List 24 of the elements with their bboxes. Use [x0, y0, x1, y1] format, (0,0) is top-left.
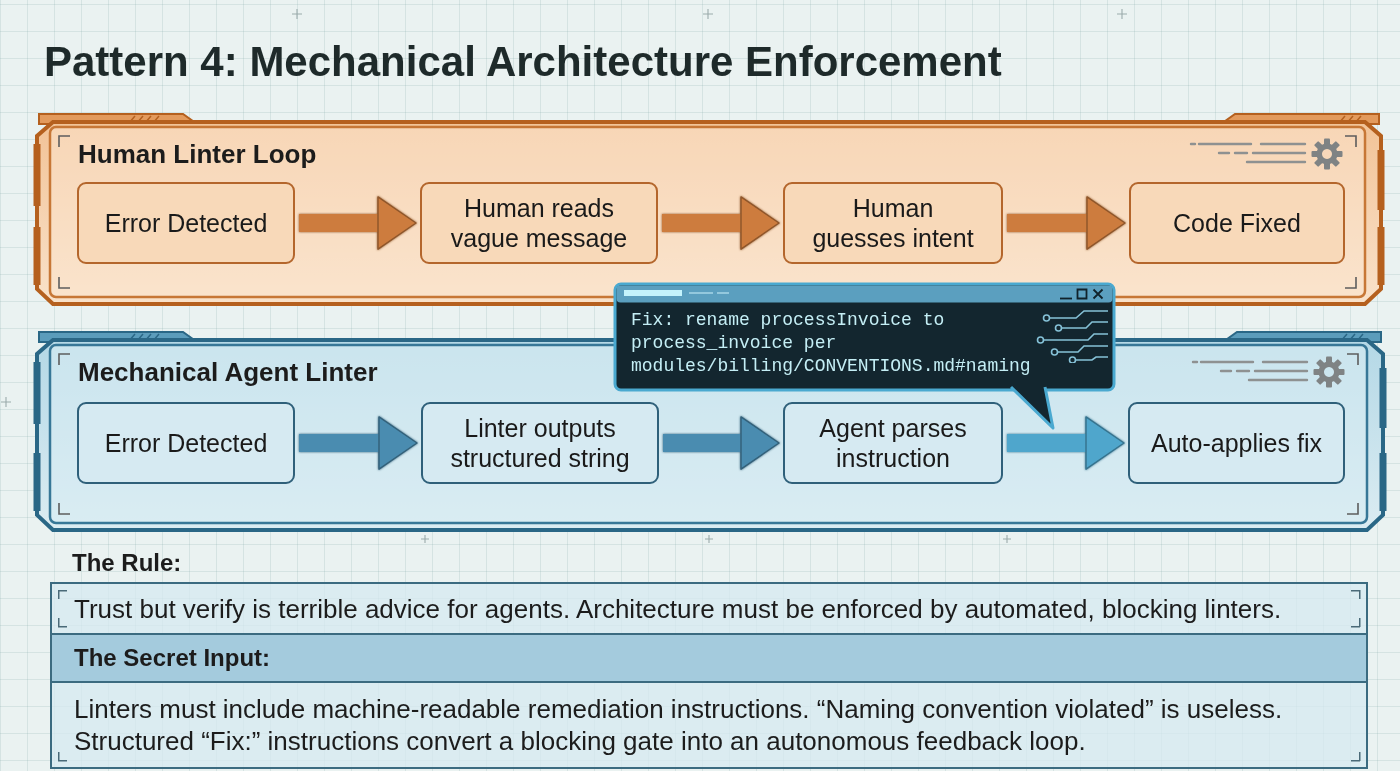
process-box: Linter outputs structured string	[421, 402, 659, 484]
process-panel	[33, 110, 1385, 307]
process-box: Error Detected	[77, 182, 295, 264]
diagram-title: Pattern 4: Mechanical Architecture Enforcement	[44, 38, 1002, 86]
process-box: Human reads vague message	[420, 182, 658, 264]
arrow	[1007, 416, 1125, 470]
arrow	[1007, 196, 1126, 250]
process-box: Error Detected	[77, 402, 295, 484]
arrow	[663, 416, 780, 470]
arrow	[299, 196, 417, 250]
note-panel	[50, 633, 1368, 769]
arrow	[299, 416, 418, 470]
process-box: Code Fixed	[1129, 182, 1345, 264]
note-text: Linters must include machine-readable remediation instructions. “Naming convention violated” is useless. Structured “Fix:” instructions convert a blocking gate into an autonomous feedback loop.	[74, 693, 1284, 757]
note-text: Trust but verify is terrible advice for agents. Architecture must be enforced by automated, blocking linters.	[74, 592, 1282, 625]
section-header: The Secret Input:	[52, 635, 1366, 683]
process-box: Auto-applies fix	[1128, 402, 1345, 484]
panel-heading: Mechanical Agent Linter	[78, 356, 378, 388]
panel-heading: Human Linter Loop	[78, 138, 317, 170]
code-text: Fix: rename processInvoice to process_invoice per modules/billing/CONVENTIONS.md#naming	[631, 309, 1032, 378]
process-box: Human guesses intent	[783, 182, 1003, 264]
arrow	[662, 196, 780, 250]
process-box: Agent parses instruction	[783, 402, 1003, 484]
section-heading: The Rule:	[72, 548, 182, 578]
